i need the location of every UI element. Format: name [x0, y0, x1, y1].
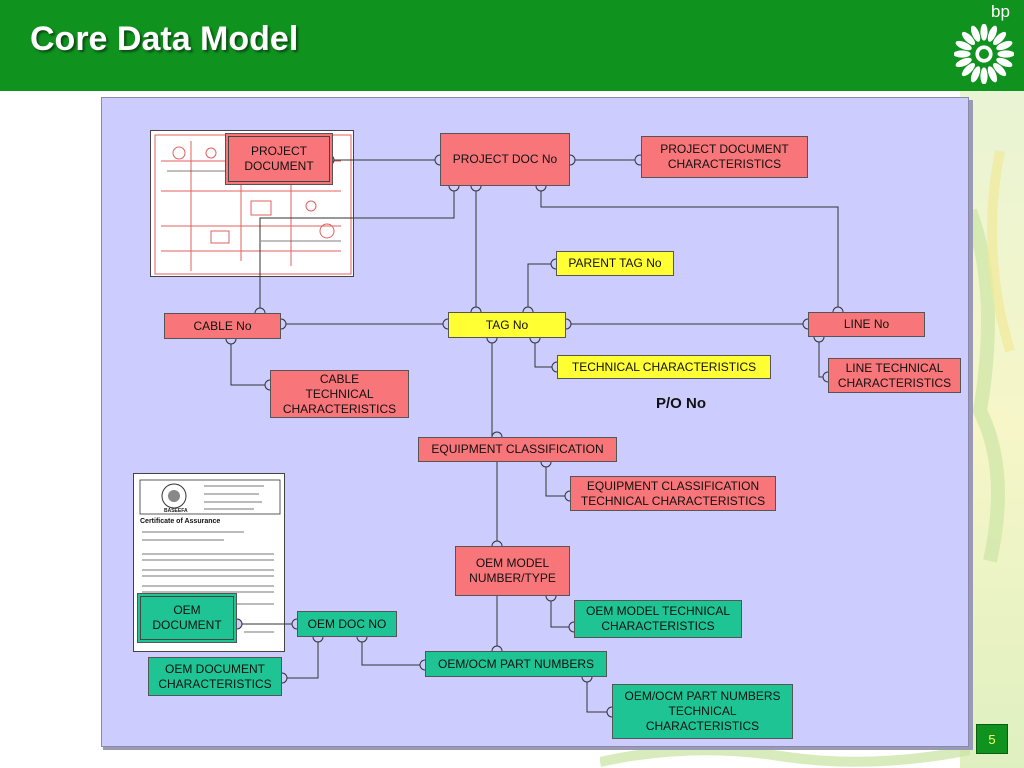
entity-technical-chars: TECHNICAL CHARACTERISTICS	[557, 355, 771, 379]
connector-oem-doc-parts	[361, 637, 425, 666]
entity-tag-no: TAG No	[448, 312, 566, 338]
entity-oem-document: OEM DOCUMENT	[137, 593, 237, 643]
entity-equipment-class-chars: EQUIPMENT CLASSIFICATION TECHNICAL CHARA…	[570, 476, 776, 511]
header-bar: Core Data Model bp	[0, 0, 1024, 91]
entity-project-document: PROJECT DOCUMENT	[225, 133, 333, 185]
connector-project-doc-cable	[259, 186, 455, 313]
connector-tag-parent	[527, 263, 556, 312]
entity-oem-part-numbers: OEM/OCM PART NUMBERS	[425, 651, 607, 677]
entity-oem-model-chars: OEM MODEL TECHNICAL CHARACTERISTICS	[574, 600, 742, 638]
entity-project-doc-chars: PROJECT DOCUMENT CHARACTERISTICS	[641, 136, 808, 178]
connector-equipment-chars	[545, 462, 570, 497]
connector-cable-chars	[230, 339, 270, 386]
entity-oem-doc-no: OEM DOC NO	[297, 611, 397, 637]
entity-parent-tag-no: PARENT TAG No	[556, 251, 674, 276]
po-number-label: P/O No	[656, 395, 707, 412]
entity-equipment-classification: EQUIPMENT CLASSIFICATION	[418, 437, 617, 462]
engineering-drawing-image	[154, 134, 352, 275]
connector-tag-technical	[534, 338, 557, 368]
entity-cable-tech-chars: CABLE TECHNICAL CHARACTERISTICS	[270, 370, 409, 418]
slide-title: Core Data Model	[30, 20, 299, 58]
entity-oem-part-chars: OEM/OCM PART NUMBERS TECHNICAL CHARACTER…	[612, 684, 793, 739]
page-number-badge: 5	[976, 724, 1008, 754]
entity-cable-no: CABLE No	[164, 313, 281, 339]
entity-project-doc-no: PROJECT DOC No	[440, 133, 570, 186]
decorative-bottom-art	[600, 745, 970, 767]
certificate-issuer: BASEEFA	[164, 508, 188, 514]
connector-line-chars	[818, 337, 828, 378]
connector-project-doc-line	[540, 186, 839, 312]
bp-helios-logo-icon	[954, 24, 1014, 84]
entity-oem-model: OEM MODEL NUMBER/TYPE	[455, 546, 570, 596]
certificate-heading: Certificate of Assurance	[140, 518, 221, 525]
entity-line-no: LINE No	[808, 312, 925, 337]
entity-line-tech-chars: LINE TECHNICAL CHARACTERISTICS	[828, 358, 961, 393]
connector-parts-chars	[586, 677, 612, 713]
entity-oem-document-chars: OEM DOCUMENT CHARACTERISTICS	[148, 657, 282, 696]
brand-name: bp	[991, 2, 1010, 21]
connector-oem-doc-chars	[282, 637, 319, 679]
connector-oem-model-chars	[550, 596, 574, 628]
